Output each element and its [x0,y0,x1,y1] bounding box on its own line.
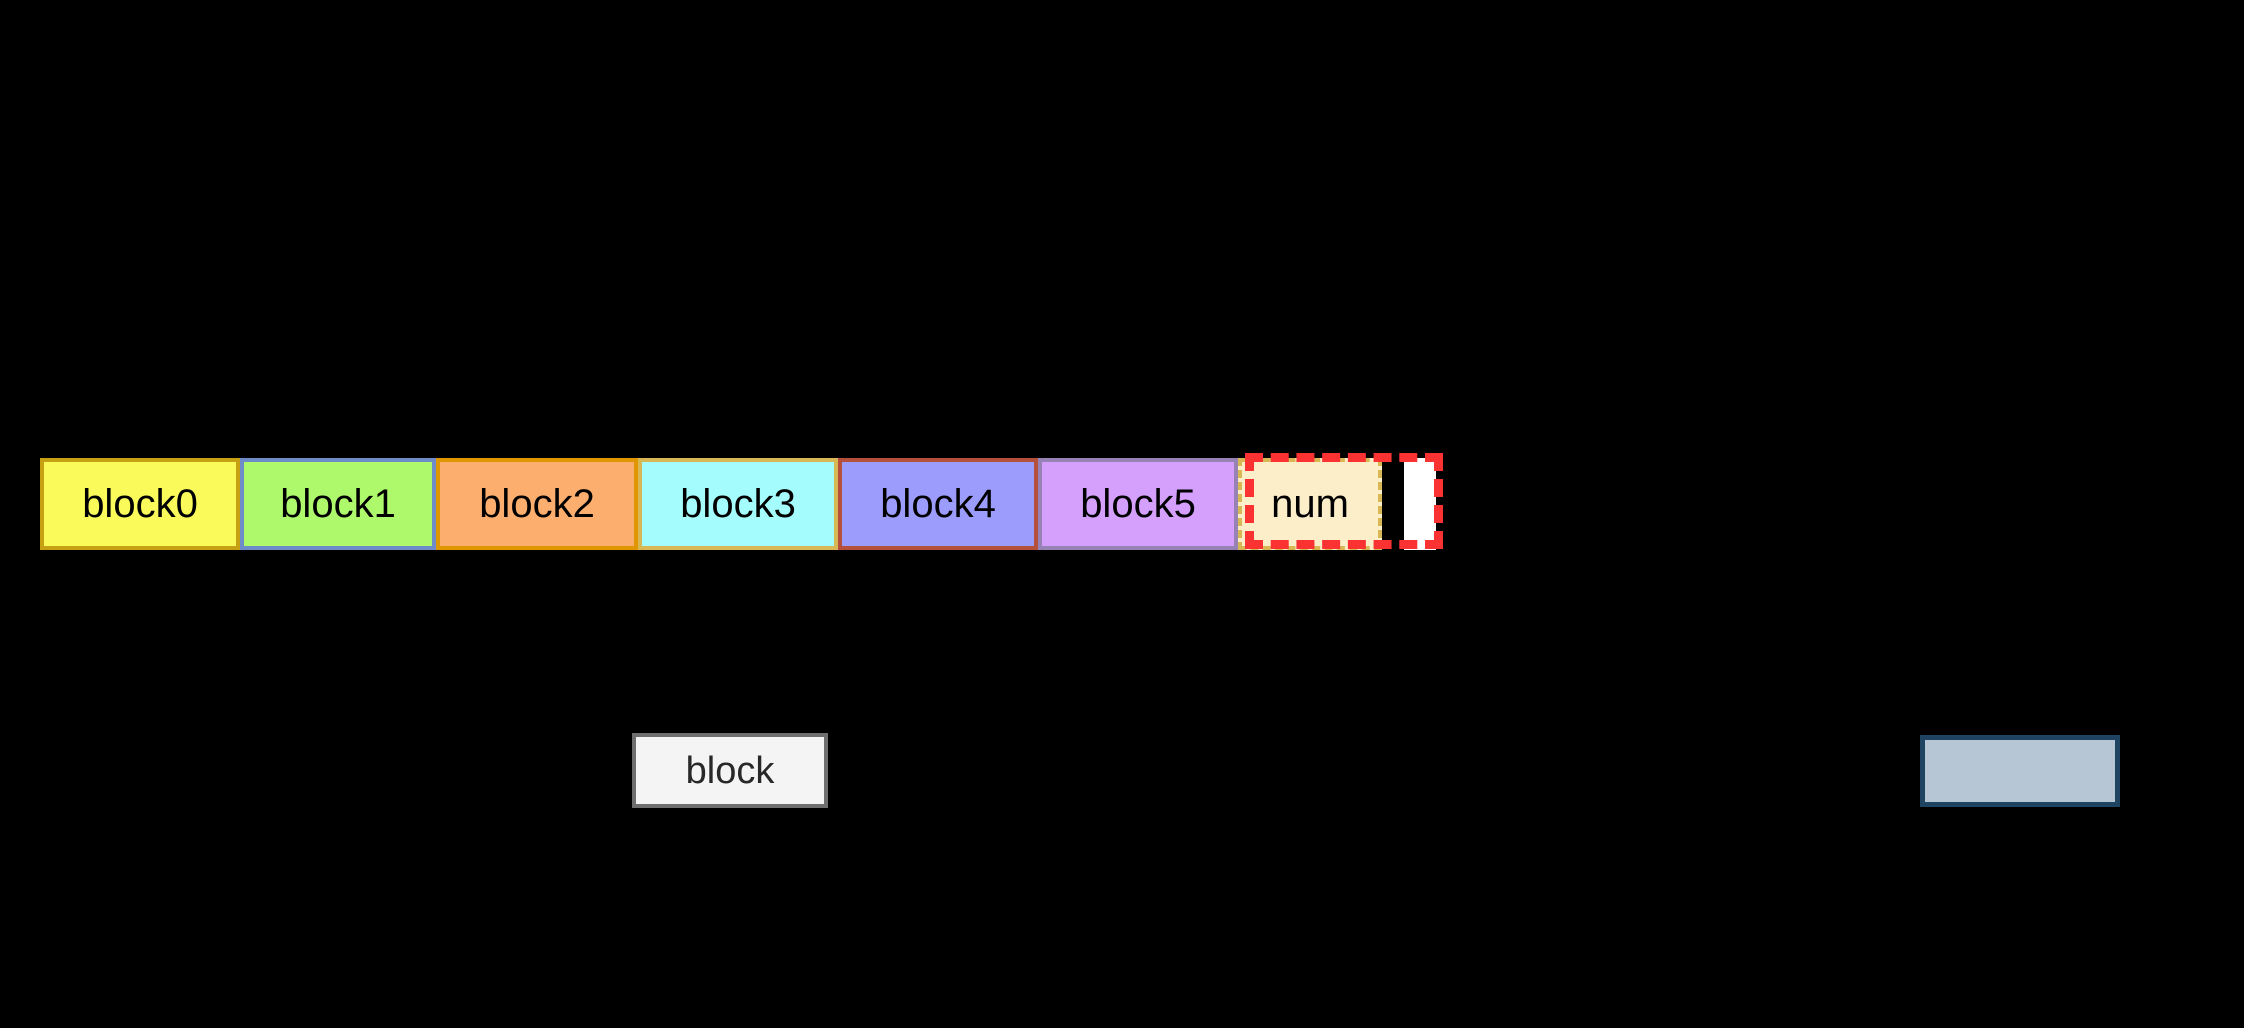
memory-block-2[interactable]: block2 [436,458,638,550]
legend-block-item[interactable]: block [632,733,828,808]
memory-block-0[interactable]: block0 [40,458,240,550]
memory-block-1-label: block1 [280,482,396,526]
legend-empty-item[interactable] [1920,735,2120,807]
selection-fill [1404,458,1436,550]
memory-block-3-label: block3 [680,482,796,526]
memory-block-5-label: block5 [1080,482,1196,526]
memory-block-4-label: block4 [880,482,996,526]
memory-block-3[interactable]: block3 [638,458,838,550]
memory-block-4[interactable]: block4 [838,458,1038,550]
memory-block-1[interactable]: block1 [240,458,436,550]
memory-block-5[interactable]: block5 [1038,458,1238,550]
legend-block-label: block [685,749,775,792]
memory-block-2-label: block2 [479,482,595,526]
memory-block-num[interactable]: num [1238,458,1382,550]
memory-block-num-label: num [1271,482,1349,526]
memory-block-0-label: block0 [82,482,198,526]
block-strip: block0 block1 block2 block3 block4 block… [40,458,1382,550]
